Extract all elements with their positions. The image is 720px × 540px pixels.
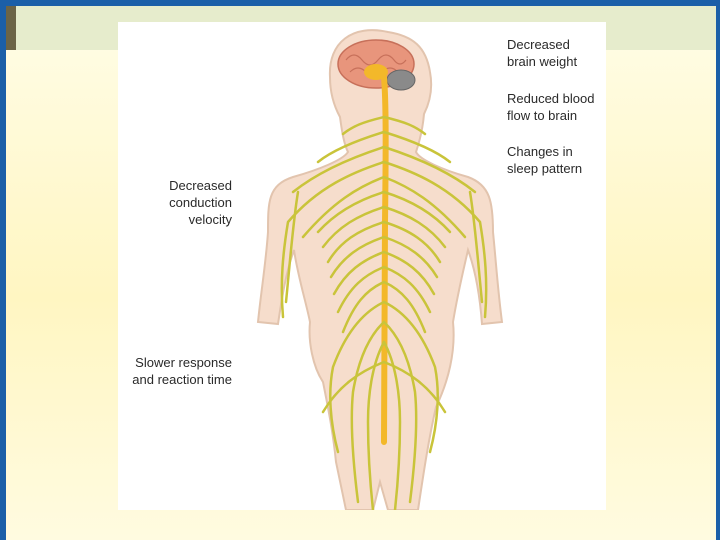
label-conduction-velocity: Decreased conduction velocity — [132, 177, 232, 228]
title-accent-bar — [6, 6, 16, 50]
label-reaction-time: Slower response and reaction time — [112, 354, 232, 388]
brain-cerebellum — [387, 70, 415, 90]
left-frame-bar — [0, 0, 6, 540]
right-frame-bar — [716, 0, 720, 540]
label-brain-weight: Decreased brain weight — [507, 36, 577, 70]
top-frame-bar — [0, 0, 720, 6]
label-blood-flow: Reduced blood flow to brain — [507, 90, 594, 124]
label-sleep-pattern: Changes in sleep pattern — [507, 143, 582, 177]
